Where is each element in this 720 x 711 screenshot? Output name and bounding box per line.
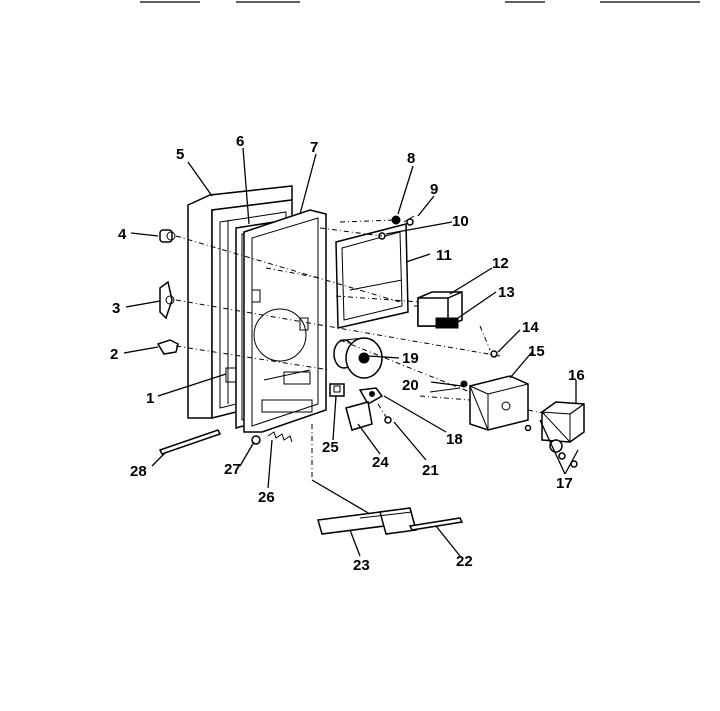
- callout-8: 8: [407, 150, 415, 167]
- part-15-bracket: [469, 375, 529, 431]
- callout-16: 16: [568, 367, 585, 384]
- part-2-latch: [156, 339, 179, 355]
- callout-17: 17: [556, 475, 573, 492]
- part-28-rod: [158, 429, 222, 455]
- callout-13: 13: [498, 284, 515, 301]
- callout-22: 22: [456, 553, 473, 570]
- part-18-clip: [358, 387, 384, 406]
- part-3-knob: [159, 280, 175, 320]
- callout-15: 15: [528, 343, 545, 360]
- callout-18: 18: [446, 431, 463, 448]
- callout-2: 2: [110, 346, 118, 363]
- callout-3: 3: [112, 300, 120, 317]
- leader-lines: [123, 147, 579, 557]
- screws: [378, 215, 578, 468]
- part-16-switch: [540, 401, 585, 453]
- part-26-spring: [267, 431, 293, 443]
- callout-5: 5: [176, 146, 184, 163]
- part-22-rail: [408, 517, 464, 531]
- callout-20: 20: [402, 377, 419, 394]
- callout-26: 26: [258, 489, 275, 506]
- callout-10: 10: [452, 213, 469, 230]
- callout-4: 4: [118, 226, 127, 243]
- callout-19: 19: [402, 350, 419, 367]
- part-12-transformer: [414, 291, 463, 329]
- callout-23: 23: [353, 557, 370, 574]
- part-19-motor: [333, 337, 383, 379]
- callout-11: 11: [436, 247, 452, 264]
- part-4-clip: [159, 229, 176, 243]
- callout-labels: 1 2 3 4 5 6 7 8 9 10 11 12 13 14 15 16 1…: [110, 133, 585, 574]
- part-23-tray: [317, 507, 417, 535]
- callout-9: 9: [430, 181, 438, 198]
- assembly-lines: [175, 219, 549, 480]
- callout-24: 24: [372, 454, 389, 471]
- callout-7: 7: [310, 139, 318, 156]
- callout-27: 27: [224, 461, 241, 478]
- part-7-back-plate: [243, 209, 327, 433]
- callout-14: 14: [522, 319, 539, 336]
- part-25-connector: [329, 383, 345, 397]
- part-24-cover: [345, 401, 373, 431]
- part-11-board: [335, 223, 409, 329]
- callout-1: 1: [146, 390, 154, 407]
- callout-6: 6: [236, 133, 244, 150]
- callout-25: 25: [322, 439, 339, 456]
- callout-21: 21: [422, 462, 439, 479]
- callout-28: 28: [130, 463, 147, 480]
- callout-12: 12: [492, 255, 509, 272]
